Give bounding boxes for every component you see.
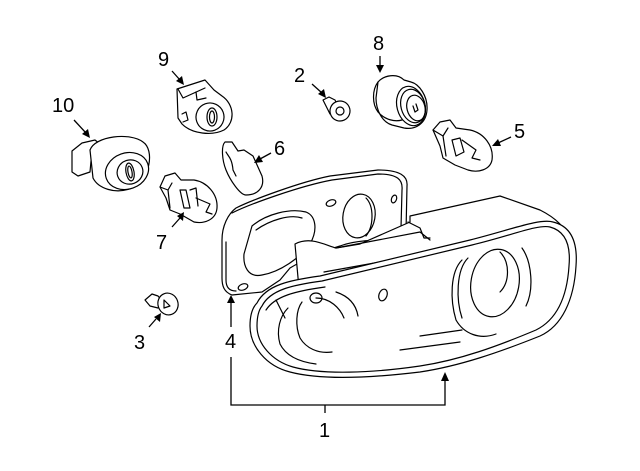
callout-5: 5 (514, 121, 525, 143)
part-3-push-pin[interactable] (144, 290, 181, 318)
callout-6: 6 (274, 138, 285, 160)
leader-7 (171, 212, 184, 228)
leader-2 (311, 83, 326, 98)
part-10-socket[interactable] (71, 135, 154, 195)
leader-6 (254, 152, 272, 163)
part-6-bulb[interactable] (221, 141, 264, 196)
part-9-socket[interactable] (176, 79, 233, 135)
callout-9: 9 (158, 49, 169, 71)
leader-8 (376, 56, 384, 73)
part-5-bulb[interactable] (432, 119, 493, 172)
part-2-nut[interactable] (322, 96, 353, 124)
part-8-socket[interactable] (372, 75, 430, 129)
part-4-bracket[interactable] (221, 169, 408, 296)
leader-4 (227, 295, 235, 327)
part-7-bulb[interactable] (159, 172, 218, 224)
callout-10: 10 (52, 95, 74, 117)
callout-4: 4 (225, 331, 236, 353)
callout-7: 7 (156, 232, 167, 254)
callout-1: 1 (319, 420, 330, 442)
leader-9 (171, 70, 184, 85)
part-1-headlamp[interactable] (249, 195, 577, 378)
callout-8: 8 (373, 33, 384, 55)
leader-1 (230, 357, 449, 413)
leader-3 (148, 313, 161, 328)
leader-5 (492, 136, 512, 146)
leader-10 (73, 119, 90, 138)
callout-3: 3 (134, 332, 145, 354)
callout-2: 2 (294, 65, 305, 87)
